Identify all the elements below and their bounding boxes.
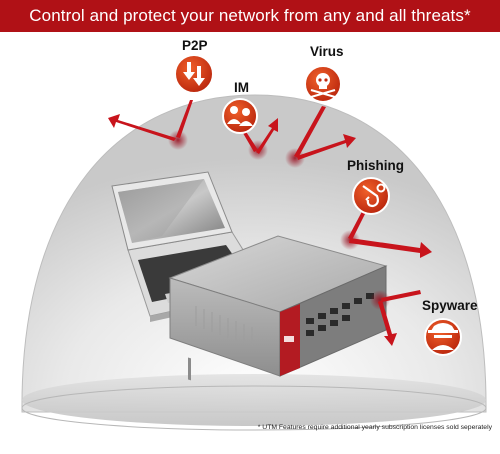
threat-label-im: IM bbox=[234, 80, 249, 95]
subscription-footnote: * UTM Features require additional yearly… bbox=[257, 424, 492, 431]
chat-users-icon bbox=[222, 98, 258, 134]
skull-crossbones-icon bbox=[304, 65, 342, 103]
threat-label-phishing: Phishing bbox=[347, 158, 404, 173]
threat-label-p2p: P2P bbox=[182, 38, 208, 53]
banner-title: Control and protect your network from an… bbox=[29, 6, 471, 25]
spy-icon bbox=[424, 318, 462, 356]
fishing-hook-icon bbox=[352, 177, 390, 215]
download-arrows-icon bbox=[174, 54, 214, 94]
title-banner: Control and protect your network from an… bbox=[0, 0, 500, 32]
threat-label-spyware: Spyware bbox=[422, 298, 478, 313]
threat-arrows bbox=[108, 100, 432, 346]
firewall-appliance bbox=[168, 235, 388, 381]
threat-label-virus: Virus bbox=[310, 44, 344, 59]
